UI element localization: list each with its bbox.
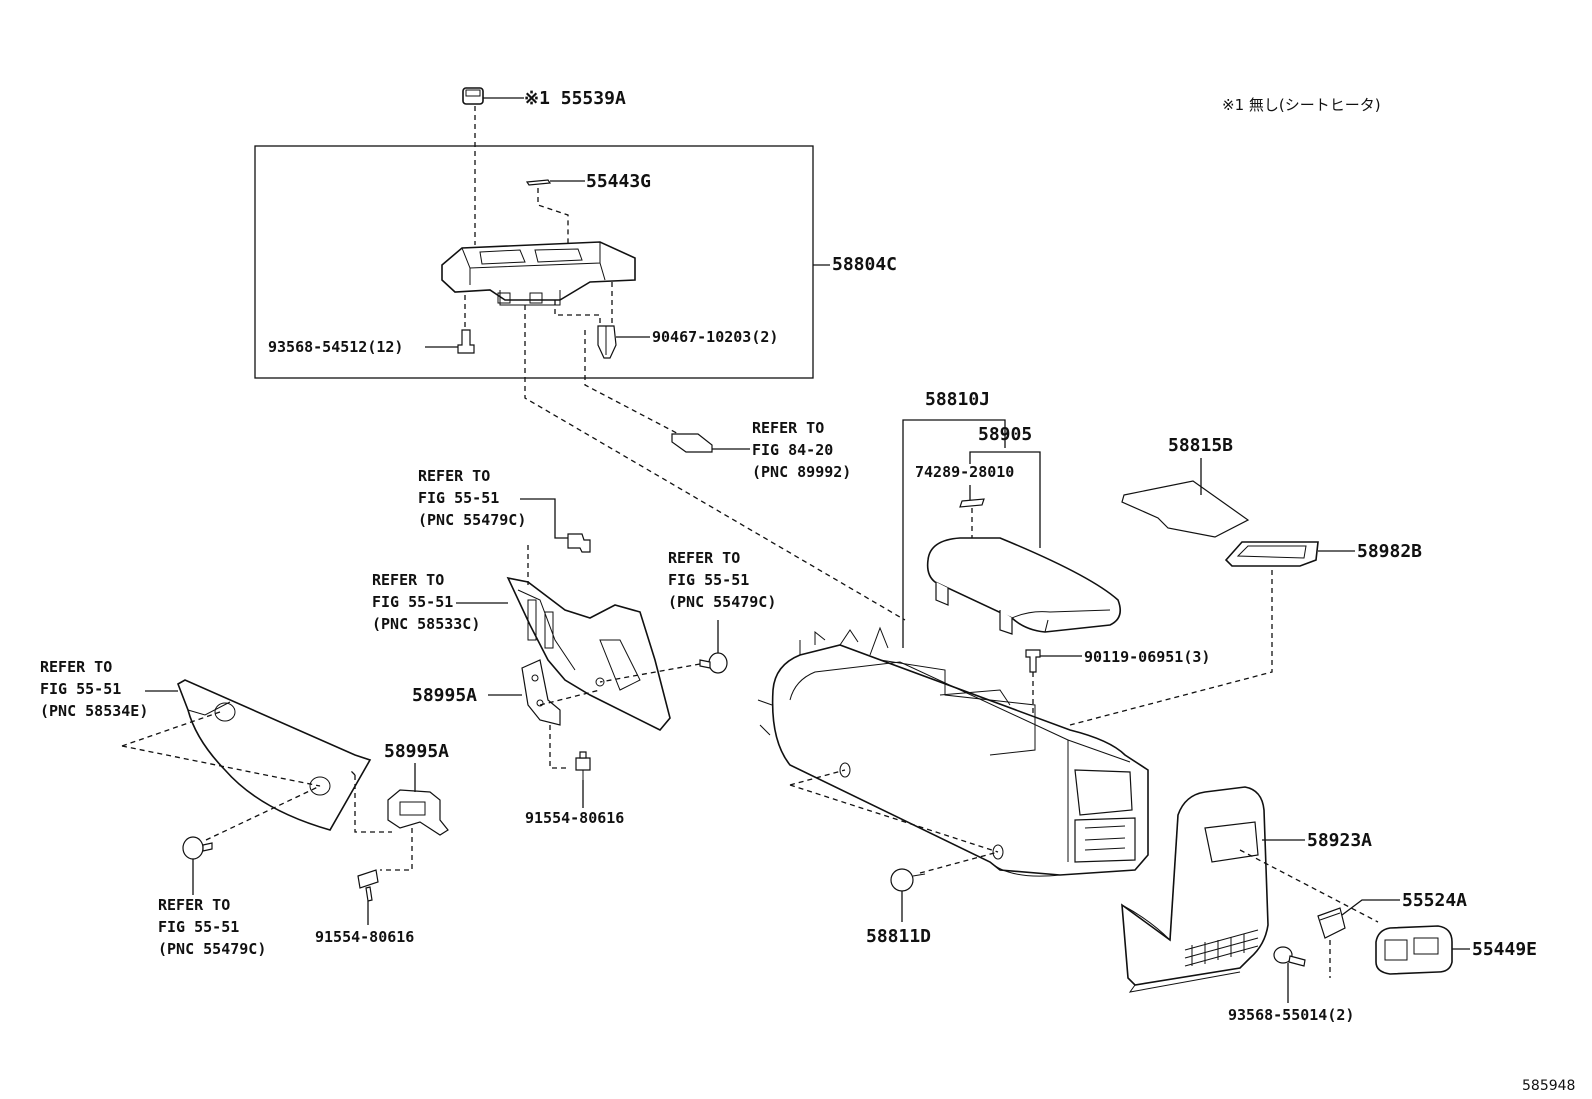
socket-55449e-part: [1375, 925, 1453, 975]
ref-55479c-mid-line3: (PNC 55479C): [668, 593, 776, 611]
dash-bezel-console: [524, 305, 906, 621]
armrest-lid-58905-part: [926, 537, 1121, 635]
ref-55479c-top-line2: FIG 55-51: [418, 489, 499, 507]
plate-55443g-part: [525, 179, 552, 186]
bracket-58995a-lower-part: [387, 789, 449, 836]
pad-74289-28010-part: [959, 498, 985, 508]
ref-84-20-line1: REFER TO: [752, 419, 824, 437]
bracket-58810j: [902, 419, 1006, 648]
dash-91554-1: [549, 725, 570, 769]
dash-55443g: [537, 188, 569, 245]
label-93568-54512: 93568-54512(12): [268, 338, 403, 356]
ref-84-20-line2: FIG 84-20: [752, 441, 833, 459]
ref-55479c-bottom-line3: (PNC 55479C): [158, 940, 266, 958]
mat-58815b-part: [1121, 480, 1250, 538]
label-90467-10203: 90467-10203(2): [652, 328, 778, 346]
ref-55479c-mid-line2: FIG 55-51: [668, 571, 749, 589]
bracket-58995a-upper-part: [521, 659, 561, 726]
dash-cover-2: [121, 745, 321, 787]
clip-55479c-mid-part: [699, 652, 728, 674]
label-58923a: 58923A: [1307, 830, 1372, 851]
ref-58534e-line2: FIG 55-51: [40, 680, 121, 698]
label-74289-28010: 74289-28010: [915, 463, 1014, 481]
label-91554-80616-1: 91554-80616: [525, 809, 624, 827]
ref-58533c-line1: REFER TO: [372, 571, 444, 589]
dash-58982b: [1069, 570, 1273, 726]
dash-58995a-2: [349, 769, 392, 833]
dash-91554-2: [380, 828, 413, 871]
shift-bezel-part: [441, 241, 636, 306]
label-58995a-1: 58995A: [412, 685, 477, 706]
leader-ref-55479c-top: [520, 498, 568, 539]
label-58905: 58905: [978, 424, 1032, 445]
ref-55479c-top-line1: REFER TO: [418, 467, 490, 485]
clip-55479c-top-part: [567, 533, 591, 553]
dash-58811d: [919, 851, 999, 874]
rear-panel-58923a-part: [1121, 786, 1269, 993]
dash-console-side-2: [789, 784, 999, 853]
label-90119-06951: 90119-06951(3): [1084, 648, 1210, 666]
tray-58982b-part: [1224, 541, 1319, 567]
label-93568-55014: 93568-55014(2): [1228, 1006, 1354, 1024]
ref-55479c-mid-line1: REFER TO: [668, 549, 740, 567]
dash-58923a: [1239, 849, 1379, 923]
screw-93568-54512-part: [457, 295, 475, 354]
label-91554-80616-2: 91554-80616: [315, 928, 414, 946]
seat-heater-note: ※1 無し(シートヒータ): [1222, 96, 1381, 114]
connector-89992-part: [671, 433, 713, 453]
dash-console-side-1: [789, 769, 846, 786]
ref-55479c-top-line3: (PNC 55479C): [418, 511, 526, 529]
label-58815b: 58815B: [1168, 435, 1233, 456]
label-58995a-2: 58995A: [384, 741, 449, 762]
side-bracket-58533c-part: [506, 576, 671, 731]
label-58811d: 58811D: [866, 926, 931, 947]
cap-58811d-part: [890, 868, 926, 892]
label-58810j: 58810J: [925, 389, 990, 410]
clip-55479c-bottom-part: [182, 836, 213, 860]
ref-58533c-line3: (PNC 58533C): [372, 615, 480, 633]
diagram-id: 585948: [1522, 1078, 1575, 1094]
clip-55524a-part: [1317, 907, 1346, 939]
bolt-91554-80616-lower-part: [357, 869, 379, 902]
clip-90467-10203-part: [597, 325, 617, 359]
label-58982b: 58982B: [1357, 541, 1422, 562]
dash-cover-3: [205, 785, 321, 841]
ref-55479c-bottom-line1: REFER TO: [158, 896, 230, 914]
label-55524a: 55524A: [1402, 890, 1467, 911]
dash-clip: [554, 300, 601, 326]
leader-55524a: [1341, 899, 1400, 916]
console-box-part: [757, 626, 1149, 877]
bolt-91554-80616-upper-part: [575, 751, 591, 780]
label-55449e: 55449E: [1472, 939, 1537, 960]
screw-90119-06951-part: [1025, 649, 1041, 673]
dash-bezel-connector: [584, 330, 691, 441]
ref-55479c-bottom-line2: FIG 55-51: [158, 918, 239, 936]
label-58804c: 58804C: [832, 254, 897, 275]
ref-58533c-line2: FIG 55-51: [372, 593, 453, 611]
dash-clip-mid: [599, 663, 701, 683]
screw-93568-55014-part: [1273, 946, 1306, 967]
label-55539a: ※1 55539A: [524, 88, 626, 109]
dash-58995a-1: [539, 689, 601, 706]
bracket-58905: [969, 451, 1041, 548]
ref-58534e-line1: REFER TO: [40, 658, 112, 676]
label-55443g: 55443G: [586, 171, 651, 192]
ref-58534e-line3: (PNC 58534E): [40, 702, 148, 720]
assembly-box-58804c: [254, 145, 814, 379]
ref-84-20-line3: (PNC 89992): [752, 463, 851, 481]
switch-55539a-part: [462, 87, 484, 105]
side-cover-58534e-part: [177, 679, 372, 831]
